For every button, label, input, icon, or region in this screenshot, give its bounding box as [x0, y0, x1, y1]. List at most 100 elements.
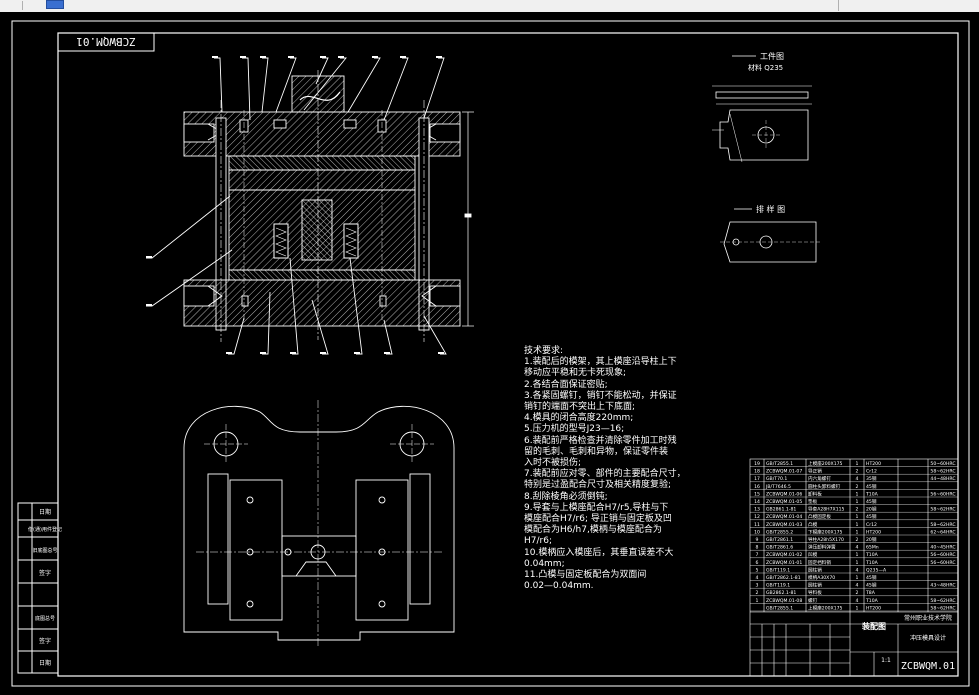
bom-cell-rem: 58~62HRC	[930, 598, 955, 604]
title-block-school: 常州职业技术学院	[904, 614, 952, 622]
bom-cell-no: 9	[756, 537, 759, 543]
bom-cell-name: 圆柱销	[808, 582, 822, 589]
bom-table	[749, 458, 959, 677]
note-line: 模配合为H6/h7,模柄与模座配合为	[524, 525, 662, 536]
bom-cell-mat: 45钢	[866, 574, 877, 581]
bom-cell-qty: 1	[856, 514, 859, 520]
bom-cell-std: ZCBWQM.01-02	[766, 552, 802, 558]
bom-cell-std: GB/T2861.6	[766, 545, 793, 551]
bom-cell-std: GB2861.1-81	[766, 507, 796, 513]
bom-cell-std: GB/T70.1	[766, 476, 787, 482]
bom-cell-no: 3	[756, 583, 759, 589]
bom-cell-qty: 2	[856, 484, 859, 490]
bom-cell-mat: HT200	[866, 529, 881, 535]
note-line: 模座配合H7/r6; 导正销与固定板及凹	[524, 514, 672, 525]
bom-cell-name: 内六角螺钉	[808, 475, 831, 482]
note-line: 10.模柄应入模座后，其垂直误差不大	[524, 547, 674, 558]
title-block-code: ZCBWQM.01	[901, 661, 955, 672]
bom-cell-name: 下模座200X175	[808, 528, 843, 535]
note-line: H7/r6;	[524, 536, 552, 547]
bom-cell-std: GB2862.1-81	[766, 590, 796, 596]
bom-cell-rem: 58~62HRC	[930, 522, 955, 528]
note-line: 7.装配前应对零、部件的主要配合尺寸，	[524, 469, 686, 480]
bom-cell-no: 11	[754, 522, 760, 528]
strip-label: 签字	[39, 569, 51, 577]
leader-ticks	[146, 56, 444, 354]
strip-label: 借(通)用件登记	[28, 526, 62, 533]
bom-cell-name: 上模座200X175	[808, 604, 843, 611]
bom-cell-rem: 56~60HRC	[930, 491, 955, 497]
note-line: 移动应平稳和无卡死现象;	[524, 368, 627, 379]
bom-cell-std: ZCBWQM.01-03	[766, 522, 802, 528]
assembly-drawing: ZCBWQM.01 日期 借(通)用件登记 旧底图总号 签字 底图总号 签字 日…	[11, 20, 970, 687]
bom-cell-rem: 56~60HRC	[930, 560, 955, 566]
bom-cell-no: 14	[754, 499, 760, 505]
bom-cell-no: 8	[756, 545, 759, 551]
bom-cell-rem: 56~60HRC	[930, 552, 955, 558]
notes-title: 技术要求:	[524, 346, 564, 356]
note-line: 留的毛刺、毛刺和异物，保证零件装	[524, 446, 669, 457]
code-box-topleft	[57, 32, 155, 52]
technical-requirements: 技术要求: 1.装配后的模架，其上模座沿导柱上下移动应平稳和无卡死现象;2.各结…	[524, 346, 704, 592]
bom-cell-rem: 62~64HRC	[930, 529, 955, 535]
bom-cell-qty: 1	[856, 491, 859, 497]
bom-cell-name: 凸模	[808, 521, 818, 528]
workpiece-view	[712, 55, 812, 163]
bom-cell-name: 螺钉	[808, 597, 818, 604]
note-line: 0.04mm;	[524, 558, 565, 569]
drawing-canvas[interactable]: ZCBWQM.01 日期 借(通)用件登记 旧底图总号 签字 底图总号 签字 日…	[0, 12, 979, 695]
bom-cell-name: 模柄A30X70	[808, 574, 835, 581]
bom-cell-mat: T10A	[865, 598, 879, 604]
bom-cell-qty: 2	[856, 537, 859, 543]
bom-cell-qty: 4	[856, 567, 859, 573]
bom-cell-qty: 1	[856, 461, 859, 467]
title-block-subject: 冲压模具设计	[910, 634, 946, 642]
toolbar-separator	[22, 1, 23, 10]
bom-cell-std: GB/T119.1	[766, 583, 790, 589]
bom-cell-name: 上模座200X175	[808, 460, 843, 467]
note-line: 特别是过盈配合尺寸及相关精度复验;	[524, 480, 672, 491]
bom-cell-std: ZCBWQM.01-07	[766, 469, 802, 475]
bom-cell-std: ZCBWQM.01-04	[766, 514, 802, 520]
outer-border	[11, 20, 970, 687]
bom-cell-no: 2	[756, 590, 759, 596]
bom-cell-std: JB/T7646.5	[765, 484, 791, 490]
bom-cell-qty: 2	[856, 590, 859, 596]
bom-cell-no: 15	[754, 491, 760, 497]
bom-cell-no: 17	[754, 476, 760, 482]
bom-cell-qty: 2	[856, 507, 859, 513]
bom-cell-mat: 45钢	[866, 582, 877, 589]
bom-cell-no: 13	[754, 507, 760, 513]
bom-cell-no: 1	[756, 598, 759, 604]
strip-label: 日期	[39, 659, 51, 667]
bom-cell-std: ZCBWQM.01-08	[766, 598, 802, 604]
bom-cell-std: ZCBWQM.01-05	[766, 499, 802, 505]
bom-cell-mat: Cr12	[866, 522, 877, 528]
note-line: 9.导套与上模座配合H7/r5,导柱与下	[524, 502, 669, 513]
mirrored-code: ZCBWQM.01	[76, 35, 136, 48]
note-line: 6.装配前严格检查并清除零件加工时残	[524, 435, 677, 446]
material-label: 材料 Q235	[748, 63, 783, 72]
strip-label: 签字	[39, 637, 51, 645]
bom-cell-std: GB/T2855.1	[766, 461, 793, 467]
bom-cell-std: GB/T2855.1	[766, 605, 793, 611]
note-line: 入时不被损伤;	[524, 458, 582, 469]
document-tab[interactable]	[46, 0, 64, 9]
bom-cell-qty: 4	[856, 545, 859, 551]
inner-border	[57, 32, 959, 677]
bom-cell-name: 垫板	[808, 498, 818, 505]
bom-cell-std: GB/T119.1	[766, 567, 790, 573]
note-line: 4.模具的闭合高度220mm;	[524, 413, 634, 424]
bom-cell-qty: 1	[856, 522, 859, 528]
note-line: 销钉的端面不突出上下底面;	[524, 402, 636, 413]
bom-cell-no: 7	[756, 552, 759, 558]
front-section-view	[146, 57, 474, 355]
note-line: 2.各结合面保证密贴;	[524, 379, 608, 390]
bom-cell-mat: Q235—A	[866, 567, 887, 573]
workpiece-title: 工件图	[760, 51, 784, 61]
bom-cell-mat: HT200	[866, 461, 881, 467]
bom-cell-name: 导料板	[808, 589, 822, 596]
bom-cell-no: 10	[754, 529, 760, 535]
bom-cell-qty: 1	[856, 605, 859, 611]
bom-cell-name: 导正销	[808, 468, 822, 475]
